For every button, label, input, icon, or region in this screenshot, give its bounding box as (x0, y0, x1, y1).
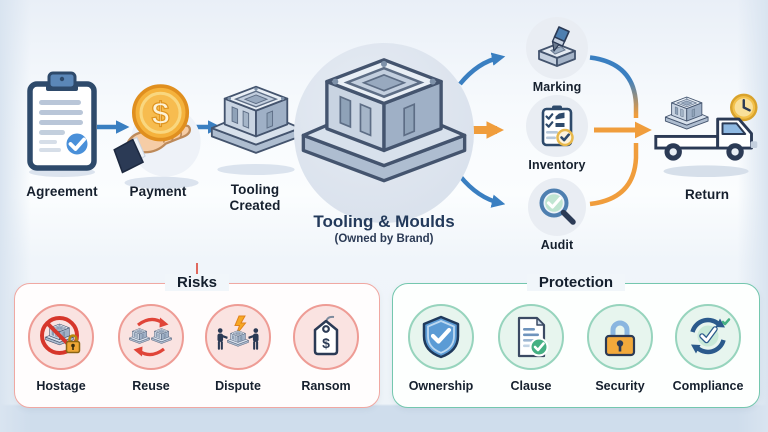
ownership-circle (408, 304, 474, 370)
coin-dollar-symbol: $ (152, 95, 170, 131)
center-title: Tooling & Moulds (313, 212, 455, 231)
security-circle (587, 304, 653, 370)
risk-item-ransom: $ Ransom (284, 304, 368, 393)
arrow-audit-merge (589, 143, 639, 207)
risk-label-reuse: Reuse (132, 379, 170, 393)
step-label-tooling-created: Tooling Created (229, 182, 281, 213)
arrow-center-audit (458, 174, 506, 208)
hostage-circle (28, 304, 94, 370)
arrow-marking-merge (589, 55, 639, 118)
document-check-icon (517, 316, 549, 358)
step-label-agreement: Agreement (26, 184, 98, 199)
protection-label-clause: Clause (510, 379, 552, 393)
center-subtitle: (Owned by Brand) (334, 233, 434, 245)
checklist-icon (541, 105, 574, 147)
shield-check-icon (422, 315, 460, 359)
risk-label-ransom: Ransom (301, 379, 351, 393)
protection-item-clause: Clause (489, 304, 573, 393)
protection-panel: Protection Ownership (392, 274, 760, 408)
truck-clock-icon (654, 93, 758, 178)
risks-title: Risks (15, 274, 379, 291)
clipboard-agreement-icon (27, 71, 97, 177)
branch-label-marking: Marking (532, 80, 582, 94)
branch-label-inventory: Inventory (528, 158, 586, 172)
protection-label-security: Security (595, 379, 645, 393)
inventory-circle (526, 95, 588, 157)
ransom-circle: $ (293, 304, 359, 370)
marking-circle (526, 17, 588, 79)
risk-label-dispute: Dispute (215, 379, 261, 393)
protection-item-ownership: Ownership (399, 304, 483, 393)
mould-large-icon (301, 58, 467, 183)
engraving-tool-icon (538, 26, 576, 67)
compliance-circle (675, 304, 741, 370)
hand-coin-icon: $ (113, 84, 201, 189)
protection-title: Protection (393, 274, 759, 291)
risks-panel: Risks Hostage (14, 274, 380, 408)
price-tag-icon: $ (313, 315, 339, 356)
reuse-circle (118, 304, 184, 370)
audit-circle (528, 178, 586, 236)
branch-label-audit: Audit (540, 238, 574, 252)
protection-item-security: Security (578, 304, 662, 393)
ransom-dollar-symbol: $ (322, 335, 330, 351)
step-label-payment: Payment (129, 184, 187, 199)
mould-icon (210, 85, 302, 175)
tug-of-war-bolt-icon (217, 315, 259, 350)
return-label: Return (684, 187, 730, 202)
risk-label-hostage: Hostage (36, 379, 86, 393)
clause-circle (498, 304, 564, 370)
mould-prohibited-lock-icon (40, 316, 81, 355)
protection-label-compliance: Compliance (672, 379, 744, 393)
arrow-center-marking (458, 52, 506, 86)
magnifier-check-icon (539, 188, 576, 225)
padlock-icon (604, 320, 636, 357)
risk-item-hostage: Hostage (19, 304, 103, 393)
cycle-check-icon (690, 317, 731, 355)
protection-label-ownership: Ownership (408, 379, 474, 393)
protection-item-compliance: Compliance (666, 304, 750, 393)
risk-item-reuse: Reuse (109, 304, 193, 393)
risk-item-dispute: Dispute (196, 304, 280, 393)
dispute-circle (205, 304, 271, 370)
moulds-cycle-icon (129, 317, 172, 357)
